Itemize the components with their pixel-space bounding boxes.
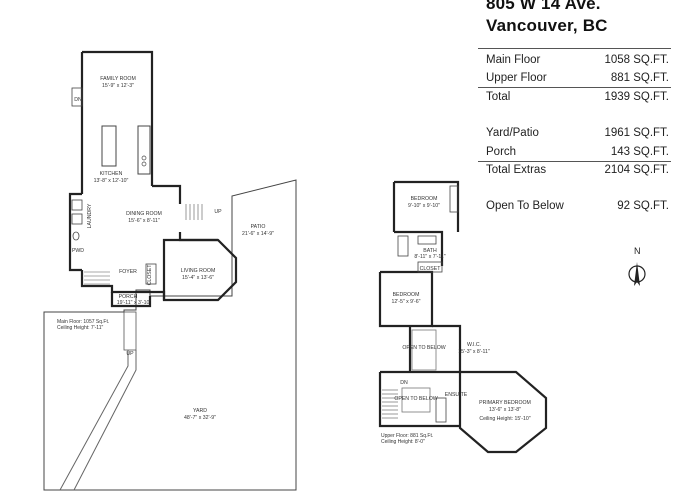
kitchen-island: [101, 125, 117, 167]
bedroom2-name: BEDROOM: [393, 292, 420, 298]
row-label: Upper Floor: [486, 72, 547, 84]
upper-floor: [378, 180, 548, 454]
bath-name: BATH: [423, 248, 437, 254]
foyer-name: FOYER: [119, 269, 137, 275]
table-rule-top: [478, 48, 671, 49]
laundry-dryer: [71, 213, 83, 225]
ensuite-name: ENSUITE: [445, 392, 468, 398]
main-floor-caption: Main Floor: 1057 Sq.Ft.: [57, 319, 109, 325]
yard-name: YARD: [193, 408, 207, 414]
open-below-1: OPEN TO BELOW: [402, 345, 445, 351]
open-below-box-2: [401, 387, 431, 413]
upper-dn-label: DN: [400, 380, 408, 386]
table-rule: [478, 161, 671, 162]
main-closet-label: CLOSET: [147, 264, 153, 286]
stove-burner: [141, 155, 147, 161]
row-value: 143 SQ.FT.: [610, 146, 669, 158]
open-below-2: OPEN TO BELOW: [394, 396, 437, 402]
laundry-washer: [71, 199, 83, 211]
stove-burner: [141, 161, 147, 167]
row-label: Open To Below: [486, 200, 564, 212]
compass-icon: [628, 262, 646, 286]
table-row: Open To Below 92 SQ.FT.: [486, 197, 669, 217]
kitchen-name: KITCHEN: [100, 171, 123, 177]
row-value: 2104 SQ.FT.: [604, 164, 669, 176]
table-row: Total 1939 SQ.FT.: [486, 88, 669, 108]
open-below-box-1: [411, 329, 437, 371]
row-label: Total Extras: [486, 164, 547, 176]
kitchen-dims: 13'-8" x 12'-10": [94, 178, 129, 184]
porch-steps: [123, 311, 137, 351]
bath-vanity: [417, 235, 437, 245]
bedroom1-name: BEDROOM: [411, 196, 438, 202]
porch-up-label: UP: [126, 351, 134, 357]
bedroom1-closet: [449, 185, 459, 213]
laundry-label: LAUNDRY: [87, 203, 93, 228]
row-value: 1058 SQ.FT.: [604, 54, 669, 66]
wic-dims: 15'-3" x 8'-11": [458, 349, 490, 355]
upper-closet-box: [417, 261, 443, 273]
patio-dims: 21'-6" x 14'-9": [242, 231, 274, 237]
living-room-name: LIVING ROOM: [181, 268, 216, 274]
dining-room-name: DINING ROOM: [126, 211, 162, 217]
upper-closet-label: CLOSET: [420, 266, 442, 272]
ensuite-tub: [435, 397, 447, 423]
primary-bedroom-dims: 13'-6" x 13'-8": [489, 407, 521, 413]
table-row: Main Floor 1058 SQ.FT.: [486, 51, 669, 71]
main-closet: [145, 263, 157, 285]
bedroom1-dims: 9'-10" x 9'-10": [408, 203, 440, 209]
upper-stairs: [382, 389, 398, 419]
row-label: Yard/Patio: [486, 127, 539, 139]
main-stairs: [84, 204, 203, 285]
table-row: Porch 143 SQ.FT.: [486, 143, 669, 163]
walkway-path-2: [73, 350, 137, 491]
bath-tub: [397, 235, 409, 257]
family-room-dims: 15'-9" x 12'-3": [102, 83, 134, 89]
patio-name: PATIO: [251, 224, 266, 230]
primary-bedroom-name: PRIMARY BEDROOM: [479, 400, 531, 406]
row-label: Porch: [486, 146, 517, 158]
living-room-dims: 15'-4" x 13'-6": [182, 275, 214, 281]
compass-label: N: [634, 246, 641, 256]
family-closet: [71, 87, 83, 107]
walkway-path: [59, 350, 129, 491]
toilet: [72, 231, 80, 241]
table-row: Total Extras 2104 SQ.FT.: [486, 161, 669, 181]
upper-floor-caption: Upper Floor: 881 Sq.Ft.: [381, 433, 433, 439]
wic-name: W.I.C.: [467, 342, 481, 348]
upper-floor-ceiling: Ceiling Height: 8'-0": [381, 439, 425, 445]
porch-name: PORCH: [119, 294, 138, 300]
table-row: Yard/Patio 1961 SQ.FT.: [486, 124, 669, 144]
row-value: 92 SQ.FT.: [617, 200, 669, 212]
bath-dims: 8'-11" x 7'-11": [414, 254, 445, 260]
table-rule: [478, 87, 671, 88]
row-label: Main Floor: [486, 54, 541, 66]
family-room-name: FAMILY ROOM: [100, 76, 136, 82]
dining-room-dims: 15'-6" x 8'-11": [128, 218, 160, 224]
main-floor-ceiling: Ceiling Height: 7'-11": [57, 325, 103, 331]
primary-bedroom-ceiling: Ceiling Height: 15'-10": [479, 416, 530, 422]
bedroom2-dims: 12'-5" x 9'-6": [391, 299, 420, 305]
main-floor: [68, 50, 238, 308]
row-label: Total: [486, 91, 511, 103]
address-line-2: Vancouver, BC: [486, 16, 608, 35]
porch-dims: 19'-11" x 3'-10": [117, 300, 152, 306]
table-row: Upper Floor 881 SQ.FT.: [486, 69, 669, 89]
row-value: 1961 SQ.FT.: [604, 127, 669, 139]
main-up-label: UP: [214, 209, 222, 215]
yard-dims: 48'-7" x 32'-9": [184, 415, 216, 421]
kitchen-counter: [137, 125, 151, 175]
row-value: 881 SQ.FT.: [610, 72, 669, 84]
address-line-1: 805 W 14 Ave.: [486, 0, 601, 13]
pwd-label: PWD: [72, 248, 84, 254]
main-dn-label: DN: [74, 97, 82, 103]
row-value: 1939 SQ.FT.: [604, 91, 669, 103]
